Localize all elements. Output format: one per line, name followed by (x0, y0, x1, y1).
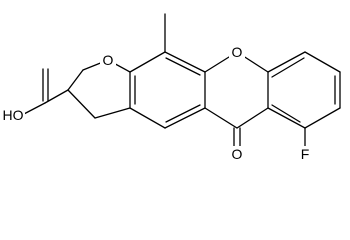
fluorine-label: F (301, 146, 310, 162)
chemical-structure-diagram: O O O F HO (1, 13, 341, 162)
central-aromatic-ring (129, 51, 206, 129)
furan-oxygen-label: O (103, 52, 114, 68)
hydroxyl-label: HO (3, 107, 24, 123)
dihydrofuran-ring (67, 59, 131, 119)
pyranone-ring (204, 51, 269, 129)
ketone-oxygen-label: O (232, 146, 243, 162)
fluorobenzene-ring (267, 51, 341, 129)
xanthene-oxygen-label: O (232, 44, 243, 60)
carboxylic-acid-group (21, 68, 69, 116)
ketone-double-bond (233, 127, 241, 149)
